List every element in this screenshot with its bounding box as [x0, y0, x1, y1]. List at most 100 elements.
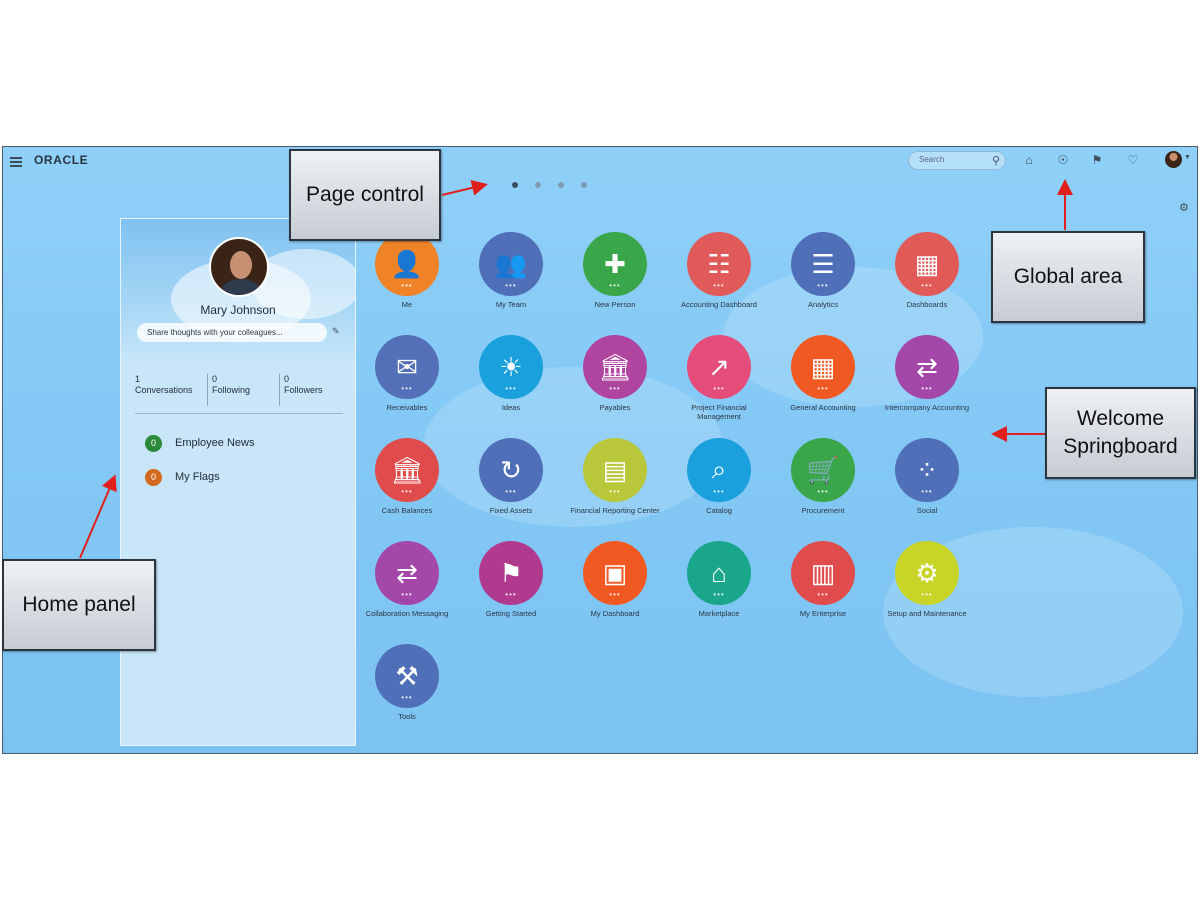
- springboard-tile-my-team[interactable]: 👥••• My Team: [461, 232, 561, 332]
- stat-following[interactable]: 0 Following: [207, 374, 250, 406]
- page-dot-3[interactable]: [558, 182, 564, 188]
- tile-label: Catalog: [706, 506, 732, 515]
- springboard-tile-new-person[interactable]: ✚••• New Person: [565, 232, 665, 332]
- bank-icon: 🏛: [598, 351, 632, 382]
- tile-circle[interactable]: ⇄•••: [375, 541, 439, 605]
- tile-label: Dashboards: [906, 300, 948, 309]
- springboard-tile-procurement[interactable]: 🛒•••Procurement: [773, 438, 873, 538]
- oracle-logo[interactable]: ORACLE: [34, 153, 89, 167]
- page-dot-1[interactable]: [512, 182, 518, 188]
- report-icon: ▤: [602, 454, 628, 485]
- tile-circle[interactable]: ▣•••: [583, 541, 647, 605]
- springboard-tile-getting-started[interactable]: ⚑•••Getting Started: [461, 541, 561, 641]
- springboard-tile-payables[interactable]: 🏛•••Payables: [565, 335, 665, 435]
- more-dots-icon: •••: [921, 590, 933, 599]
- notifications-icon[interactable]: ♡: [1127, 153, 1139, 167]
- lightbulb-icon: ☀: [499, 351, 523, 382]
- springboard-tile-project-financial-management[interactable]: ↗•••Project Financial Management: [669, 335, 769, 435]
- user-name[interactable]: Mary Johnson: [200, 303, 276, 317]
- page-dot-2[interactable]: [535, 182, 541, 188]
- stat-followers[interactable]: 0 Followers: [279, 374, 323, 406]
- tile-circle[interactable]: 👤•••: [375, 232, 439, 296]
- bag-icon: ⌂: [711, 557, 727, 588]
- tile-circle[interactable]: 🛒•••: [791, 438, 855, 502]
- tile-circle[interactable]: ▥•••: [791, 541, 855, 605]
- more-dots-icon: •••: [401, 384, 413, 393]
- settings-icon[interactable]: ⚙: [1179, 202, 1189, 214]
- link-label: My Flags: [175, 471, 220, 483]
- springboard-tile-general-accounting[interactable]: ▦•••General Accounting: [773, 335, 873, 435]
- navigator-menu-icon[interactable]: [10, 157, 22, 167]
- tile-circle[interactable]: ☀•••: [479, 335, 543, 399]
- tile-circle[interactable]: ✚•••: [583, 232, 647, 296]
- tile-label: Ideas: [501, 403, 521, 412]
- board-icon: ▣: [602, 557, 628, 588]
- springboard-tile-marketplace[interactable]: ⌂•••Marketplace: [669, 541, 769, 641]
- favorites-icon[interactable]: ⚑: [1091, 153, 1103, 167]
- tile-circle[interactable]: ☰•••: [791, 232, 855, 296]
- springboard-tile-my-enterprise[interactable]: ▥•••My Enterprise: [773, 541, 873, 641]
- home-icon[interactable]: ⌂: [1025, 153, 1033, 167]
- status-input[interactable]: Share thoughts with your colleagues...: [137, 323, 327, 342]
- tile-circle[interactable]: ↗•••: [687, 335, 751, 399]
- more-dots-icon: •••: [505, 590, 517, 599]
- stat-count: 1: [135, 374, 141, 384]
- springboard-tile-collaboration-messaging[interactable]: ⇄•••Collaboration Messaging: [357, 541, 457, 641]
- analytics-icon: ☰: [811, 248, 835, 279]
- tile-circle[interactable]: ☷•••: [687, 232, 751, 296]
- callout-page-control: Page control: [289, 149, 441, 241]
- springboard-tile-catalog[interactable]: ⌕••• Catalog: [669, 438, 769, 538]
- springboard-tile-social[interactable]: ⁘••• Social: [877, 438, 977, 538]
- search-icon[interactable]: ⚲: [991, 155, 1000, 167]
- chevron-down-icon[interactable]: ▼: [1184, 154, 1191, 161]
- user-avatar[interactable]: [1165, 151, 1182, 168]
- callout-global-area: Global area: [991, 231, 1145, 323]
- callout-welcome-springboard: Welcome Springboard: [1045, 387, 1196, 479]
- springboard-tile-receivables[interactable]: ✉•••Receivables: [357, 335, 457, 435]
- springboard-tile-setup-and-maintenance[interactable]: ⚙•••Setup and Maintenance: [877, 541, 977, 641]
- springboard-tile-dashboards[interactable]: ▦••• Dashboards: [877, 232, 977, 332]
- tile-circle[interactable]: ⚑•••: [479, 541, 543, 605]
- springboard-tile-intercompany-accounting[interactable]: ⇄•••Intercompany Accounting: [877, 335, 977, 435]
- tile-circle[interactable]: ⚒•••: [375, 644, 439, 708]
- tile-circle[interactable]: ▤•••: [583, 438, 647, 502]
- springboard-tile-my-dashboard[interactable]: ▣•••My Dashboard: [565, 541, 665, 641]
- search-placeholder: Search: [919, 155, 945, 164]
- tile-circle[interactable]: 🏛•••: [375, 438, 439, 502]
- tile-circle[interactable]: ↻•••: [479, 438, 543, 502]
- profile-photo[interactable]: [209, 237, 269, 297]
- edit-icon[interactable]: ✎: [332, 326, 340, 336]
- tile-label: Social: [916, 506, 938, 515]
- springboard-tile-tools[interactable]: ⚒••• Tools: [357, 644, 457, 744]
- tile-label: Financial Reporting Center: [570, 506, 660, 515]
- tile-circle[interactable]: ▦•••: [791, 335, 855, 399]
- tile-label: New Person: [594, 300, 636, 309]
- stat-conversations[interactable]: 1 Conversations: [135, 374, 193, 406]
- springboard-tile-ideas[interactable]: ☀••• Ideas: [461, 335, 561, 435]
- more-dots-icon: •••: [401, 281, 413, 290]
- tile-label: My Team: [495, 300, 527, 309]
- tile-label: Tools: [398, 712, 416, 721]
- tile-label: Accounting Dashboard: [681, 300, 757, 309]
- global-search-field[interactable]: Search ⚲: [908, 151, 1006, 170]
- springboard-tile-fixed-assets[interactable]: ↻•••Fixed Assets: [461, 438, 561, 538]
- tile-circle[interactable]: ⌂•••: [687, 541, 751, 605]
- stat-count: 0: [284, 374, 290, 384]
- tile-circle[interactable]: 🏛•••: [583, 335, 647, 399]
- springboard-tile-accounting-dashboard[interactable]: ☷••• Accounting Dashboard: [669, 232, 769, 332]
- tile-circle[interactable]: ⇄•••: [895, 335, 959, 399]
- tile-circle[interactable]: ✉•••: [375, 335, 439, 399]
- springboard-tile-cash-balances[interactable]: 🏛•••Cash Balances: [357, 438, 457, 538]
- springboard-tile-me[interactable]: 👤•••Me: [357, 232, 457, 332]
- tile-circle[interactable]: ⚙•••: [895, 541, 959, 605]
- tile-circle[interactable]: ⁘•••: [895, 438, 959, 502]
- org-icon: ⁘: [916, 454, 938, 485]
- springboard-tile-financial-reporting-center[interactable]: ▤••• Financial Reporting Center: [565, 438, 665, 538]
- team-icon: 👥: [494, 248, 528, 279]
- springboard-tile-analytics[interactable]: ☰•••Analytics: [773, 232, 873, 332]
- page-dot-4[interactable]: [581, 182, 587, 188]
- watchlist-icon[interactable]: ☉: [1057, 153, 1069, 167]
- tile-circle[interactable]: ⌕•••: [687, 438, 751, 502]
- tile-circle[interactable]: ▦•••: [895, 232, 959, 296]
- tile-circle[interactable]: 👥•••: [479, 232, 543, 296]
